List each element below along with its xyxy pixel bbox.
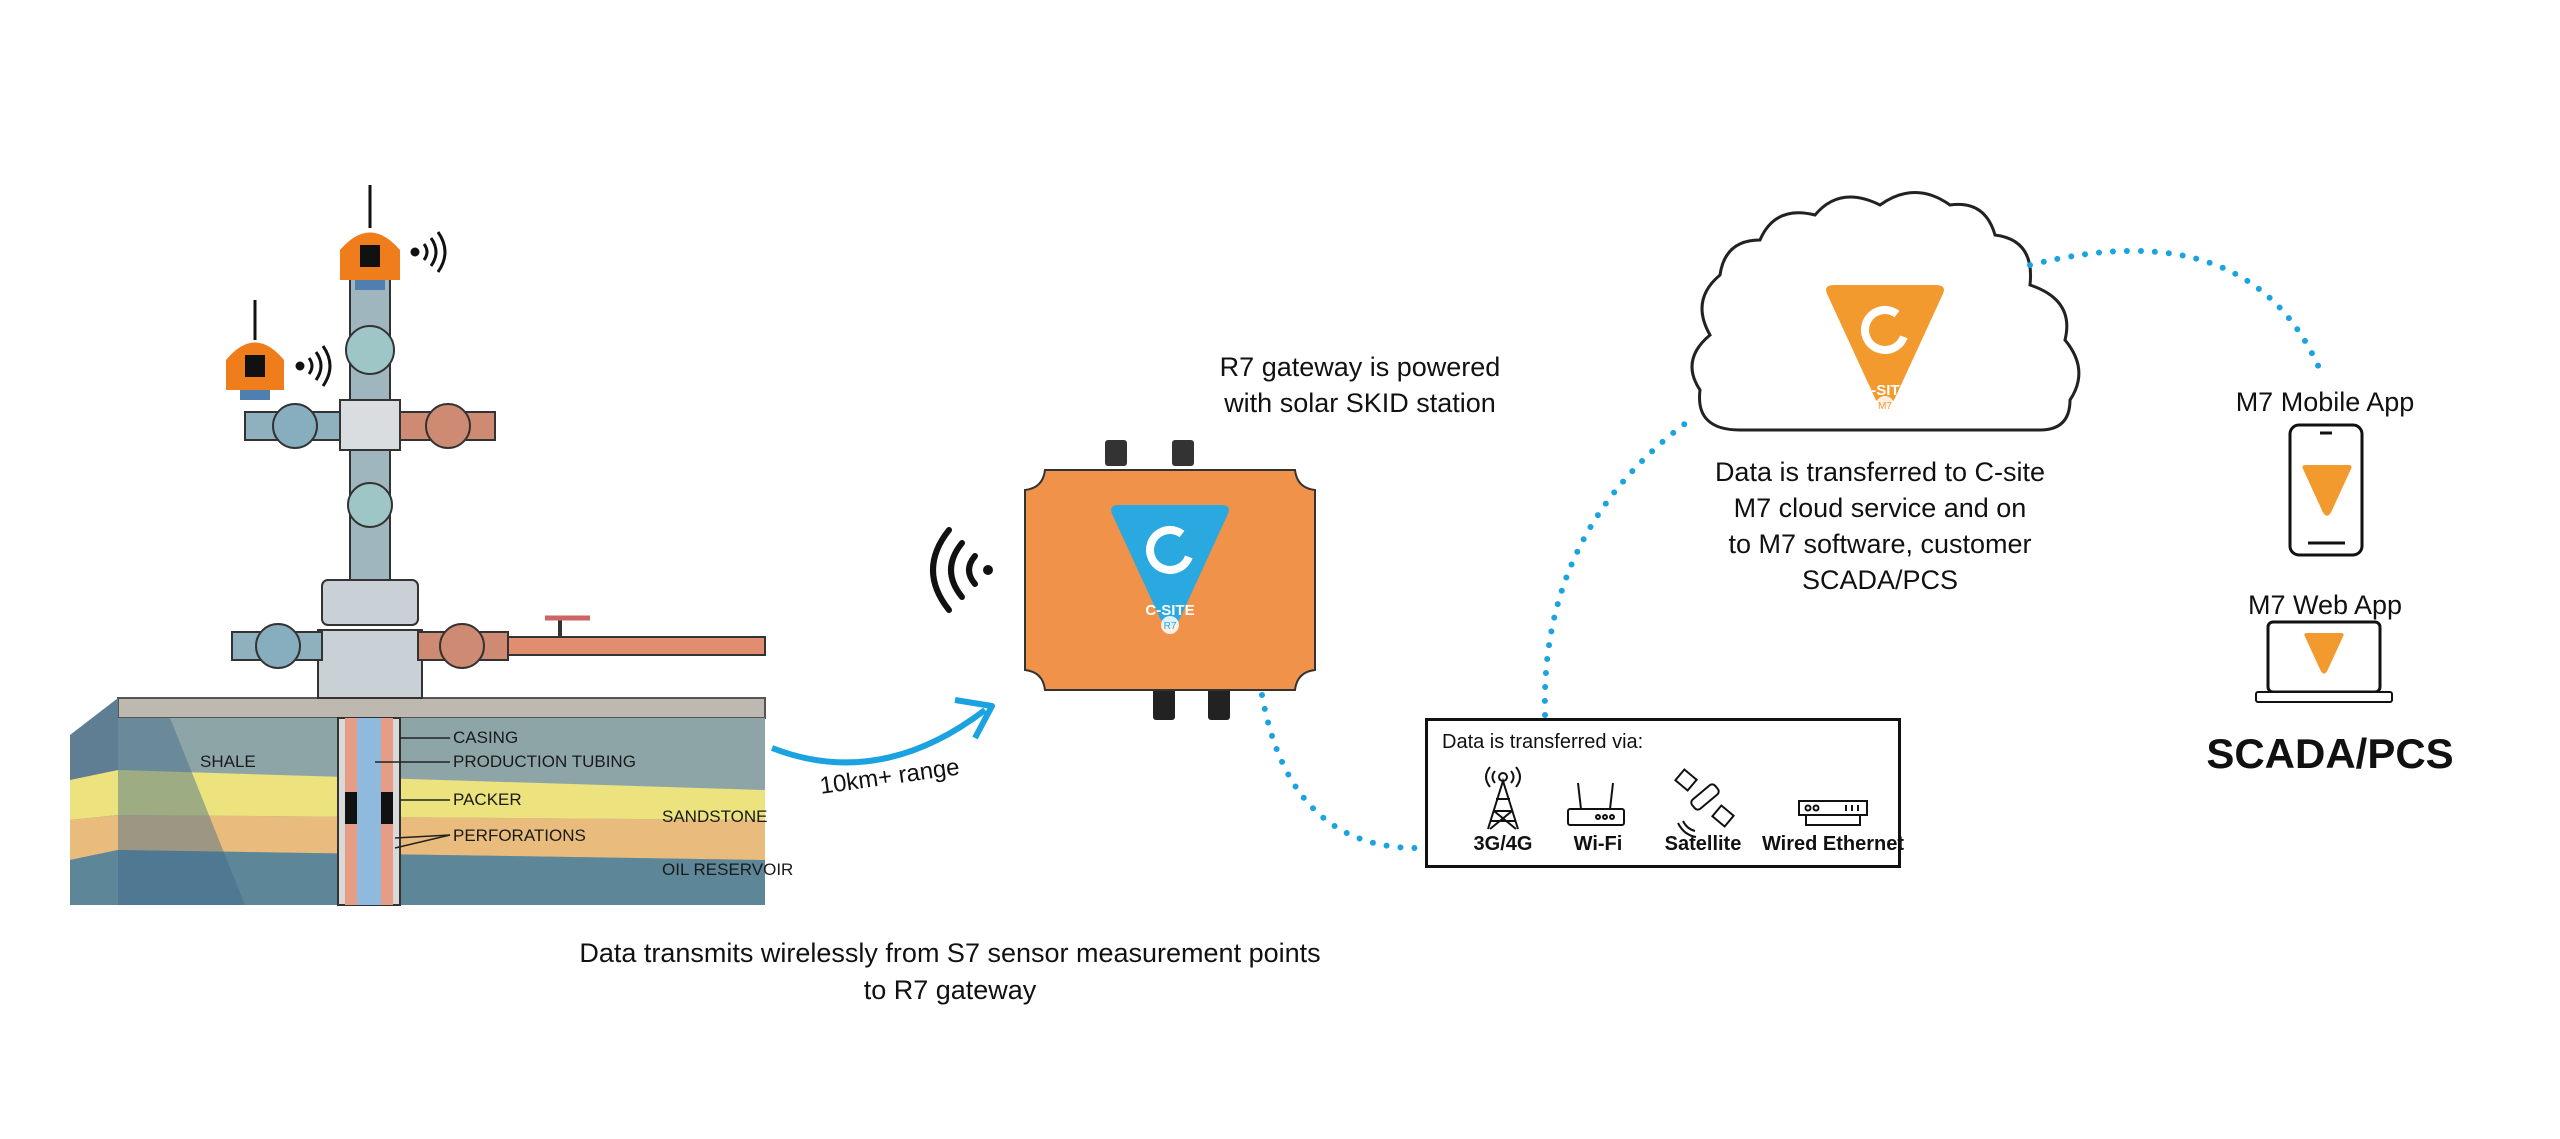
web-app-label: M7 Web App [2247,590,2403,620]
cloud-caption-line-3: to M7 software, customer [1728,529,2032,559]
gateway-caption-line-1: R7 gateway is powered [1219,352,1501,382]
cloud-logo-badge: M7 [1878,401,1892,412]
label-casing: CASING [453,728,519,747]
label-production-tubing: PRODUCTION TUBING [453,752,636,771]
transfer-item-wired-ethernet: Wired Ethernet [1761,833,1905,855]
satellite-icon [1673,768,1736,838]
ethernet-device-icon [1798,800,1868,826]
cell-tower-icon [1485,766,1521,830]
transfer-methods-box: Data is transferred via: 3G/4G Wi-Fi Sat… [1425,718,1904,868]
scada-pcs-label: SCADA/PCS [2206,730,2454,777]
transfer-box-title: Data is transferred via: [1442,731,1644,753]
sensor-top [340,185,400,290]
wellhead-illustration [70,185,766,906]
mobile-app-label: M7 Mobile App [2235,387,2415,417]
sensor-left [226,300,284,400]
strata-label-sandstone: SANDSTONE [662,807,768,826]
cloud-caption-line-4: SCADA/PCS [1801,565,1959,595]
sensor-caption-line-1: Data transmits wirelessly from S7 sensor… [579,938,1321,968]
r7-gateway [1024,440,1316,720]
signal-icon [295,231,447,387]
wireless-signal-icon [930,527,993,613]
router-icon [1567,782,1625,826]
data-link-lines [1259,247,2323,852]
label-packer: PACKER [453,790,522,809]
transfer-item-wifi: Wi-Fi [1573,833,1623,855]
gateway-logo-badge: R7 [1163,621,1177,632]
cloud-caption-line-1: Data is transferred to C-site [1714,457,2046,487]
range-arrow [770,707,987,766]
transfer-icons [1485,766,1868,838]
transfer-item-3g4g: 3G/4G [1473,833,1533,855]
label-perforations: PERFORATIONS [453,826,586,845]
sensor-caption-line-2: to R7 gateway [863,975,1037,1005]
transfer-item-satellite: Satellite [1664,833,1742,855]
cloud-caption-line-2: M7 cloud service and on [1733,493,2027,523]
gateway-logo-text: C-SITE [1145,602,1195,619]
mobile-phone-icon [2288,423,2364,557]
strata-label-shale: SHALE [200,752,256,771]
cloud-logo-text: C-SITE [1860,382,1910,399]
cloud-service [1690,191,2081,432]
strata-label-oil-reservoir: OIL RESERVOIR [662,860,794,879]
laptop-icon [2255,620,2393,703]
gateway-caption-line-2: with solar SKID station [1224,388,1496,418]
